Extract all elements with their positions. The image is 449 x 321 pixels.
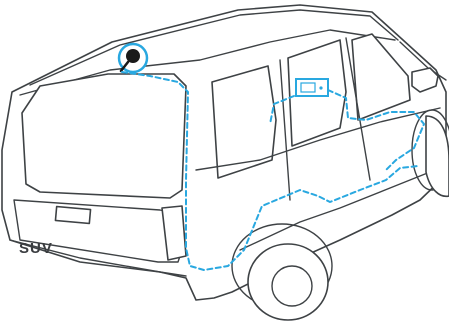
antenna-cable-stub [119, 60, 130, 73]
rear-bumper [9, 239, 187, 277]
cable-route-roof-to-rear [121, 71, 419, 271]
roof [29, 9, 399, 86]
side-window-rear [211, 65, 277, 179]
cable-route-booster [327, 89, 425, 171]
rear-wheel [247, 243, 329, 321]
door-line-1 [279, 59, 291, 201]
booster-dot [319, 86, 323, 90]
front-wheel [425, 115, 449, 198]
license-plate [54, 205, 92, 225]
front-wheel-arch [411, 109, 449, 191]
door-line-2 [345, 37, 371, 181]
rear-wheel-hub [271, 265, 313, 307]
tail-light [161, 205, 187, 261]
rocker-line [239, 167, 441, 251]
rear-window [21, 73, 187, 199]
cable-route-side [269, 95, 295, 125]
booster-inner [300, 82, 316, 93]
roof-antenna-icon [126, 49, 140, 63]
body-side-line [195, 107, 441, 171]
side-mirror [411, 67, 439, 93]
vehicle-type-label: SUV [19, 240, 53, 257]
roof-rail [19, 29, 396, 96]
